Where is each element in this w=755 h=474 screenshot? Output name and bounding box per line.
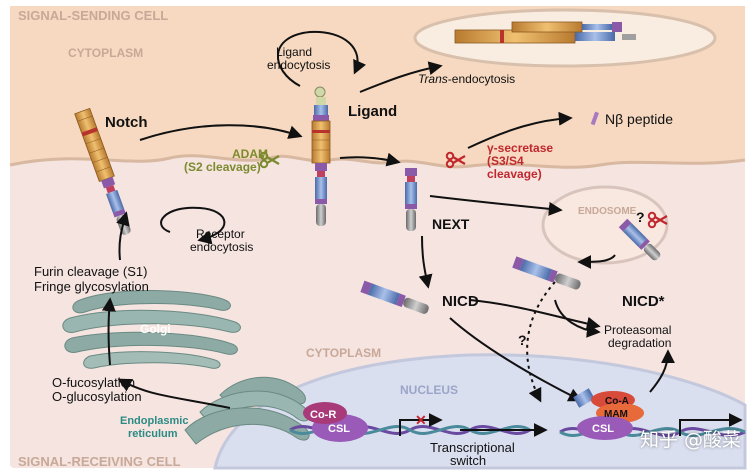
label-notch: Notch bbox=[105, 114, 148, 131]
nuclear-nicd-shape bbox=[573, 388, 595, 408]
label-degradation: degradation bbox=[608, 336, 671, 350]
arrow-to-endosome bbox=[429, 195, 563, 216]
arrow-to-next bbox=[339, 152, 401, 167]
label-nicd: NICD bbox=[442, 293, 479, 310]
label-co-r: Co-R bbox=[310, 409, 336, 421]
endoplasmic-reticulum bbox=[184, 376, 311, 445]
label-nicd-star: NICD* bbox=[622, 293, 665, 310]
label-mam: MAM bbox=[604, 409, 628, 420]
cell-membrane bbox=[9, 154, 746, 169]
label-er-line2: reticulum bbox=[128, 428, 178, 440]
label-er-line1: Endoplasmic bbox=[120, 415, 188, 427]
next-fragment bbox=[405, 168, 417, 231]
label-question-nucleus: ? bbox=[518, 332, 527, 348]
label-csl-left: CSL bbox=[328, 423, 350, 435]
label-co-a: Co-A bbox=[605, 396, 629, 407]
arrow-blocked-transcription bbox=[399, 413, 443, 436]
arrow-active-transcription bbox=[679, 413, 743, 436]
label-question-endosome: ? bbox=[636, 209, 645, 225]
label-proteasomal: Proteasomal bbox=[604, 323, 671, 337]
label-ligand: Ligand bbox=[348, 103, 397, 120]
label-nb-peptide: Nβ peptide bbox=[605, 111, 673, 127]
arrow-nicdstar-to-nucleus-dashed bbox=[526, 281, 556, 403]
notch-bound-receptor bbox=[315, 163, 327, 226]
label-furin-cleavage: Furin cleavage (S1) bbox=[34, 264, 147, 279]
golgi-apparatus bbox=[62, 290, 241, 369]
label-gamma-secretase: γ-secretase bbox=[487, 141, 553, 155]
label-signal-receiving-cell: SIGNAL-RECEIVING CELL bbox=[18, 454, 181, 469]
label-s3-s4: (S3/S4 bbox=[487, 154, 524, 168]
watermark-text: 知乎 @酸菜 bbox=[639, 429, 741, 451]
label-ligand-endocytosis-line2: endocytosis bbox=[267, 58, 330, 72]
label-o-glucosylation: O-glucosylation bbox=[52, 389, 142, 404]
label-nucleus: NUCLEUS bbox=[400, 383, 458, 397]
arrow-receptor-endocytosis bbox=[160, 206, 226, 245]
label-ligand-endocytosis-line1: Ligand bbox=[276, 45, 312, 59]
arrow-nb-peptide bbox=[467, 111, 573, 149]
label-fringe-glycosylation: Fringe glycosylation bbox=[34, 279, 149, 294]
label-transcriptional: Transcriptional bbox=[430, 440, 515, 455]
co-r-shape bbox=[303, 402, 347, 424]
arrow-complex-to-degradation bbox=[649, 349, 675, 393]
arrow-ligand-endocytosis bbox=[276, 30, 366, 87]
csl-right-shape bbox=[577, 416, 633, 440]
endocytosed-complex bbox=[454, 21, 636, 44]
nicd-star-fragment bbox=[512, 256, 581, 290]
nb-peptide-mark bbox=[590, 111, 599, 126]
label-endosome: ENDOSOME bbox=[578, 206, 637, 217]
endosome-notch bbox=[618, 218, 661, 261]
label-adam: ADAM bbox=[232, 147, 268, 161]
ligand-molecule bbox=[311, 86, 331, 164]
label-receiving-cytoplasm: CYTOPLASM bbox=[306, 346, 381, 360]
label-cleavage: cleavage) bbox=[487, 167, 542, 181]
arrow-er-to-golgi-side bbox=[117, 378, 231, 409]
nicd-fragment bbox=[360, 280, 429, 314]
arrow-nicd-to-degradation bbox=[469, 299, 601, 331]
arrow-nicd-to-nucleus bbox=[449, 317, 583, 402]
label-golgi: Golgi bbox=[140, 322, 171, 336]
arrow-notch-to-ligand bbox=[139, 124, 303, 141]
label-s2-cleavage: (S2 cleavage) bbox=[184, 160, 261, 174]
label-next: NEXT bbox=[432, 216, 470, 232]
label-trans-endocytosis: Trans-endocytosis bbox=[418, 72, 515, 86]
arrow-nicdstar-to-degradation bbox=[554, 299, 601, 338]
label-receptor-endocytosis-line2: endocytosis bbox=[190, 240, 253, 254]
label-switch: switch bbox=[450, 453, 486, 468]
arrow-next-to-nicd bbox=[418, 235, 433, 289]
arrow-trans-endocytosis bbox=[359, 61, 443, 93]
arrow-golgi-to-notch bbox=[116, 211, 130, 261]
label-sending-cytoplasm: CYTOPLASM bbox=[68, 46, 143, 60]
red-x-icon: ✕ bbox=[415, 412, 427, 428]
arrow-endosome-to-nicdstar bbox=[577, 254, 616, 269]
label-signal-sending-cell: SIGNAL-SENDING CELL bbox=[18, 8, 168, 23]
arrow-to-golgi bbox=[101, 297, 116, 366]
label-o-fucosylation: O-fucosylation bbox=[52, 375, 135, 390]
label-receptor-endocytosis-line1: Receptor bbox=[196, 227, 245, 241]
label-csl-right: CSL bbox=[592, 423, 614, 435]
